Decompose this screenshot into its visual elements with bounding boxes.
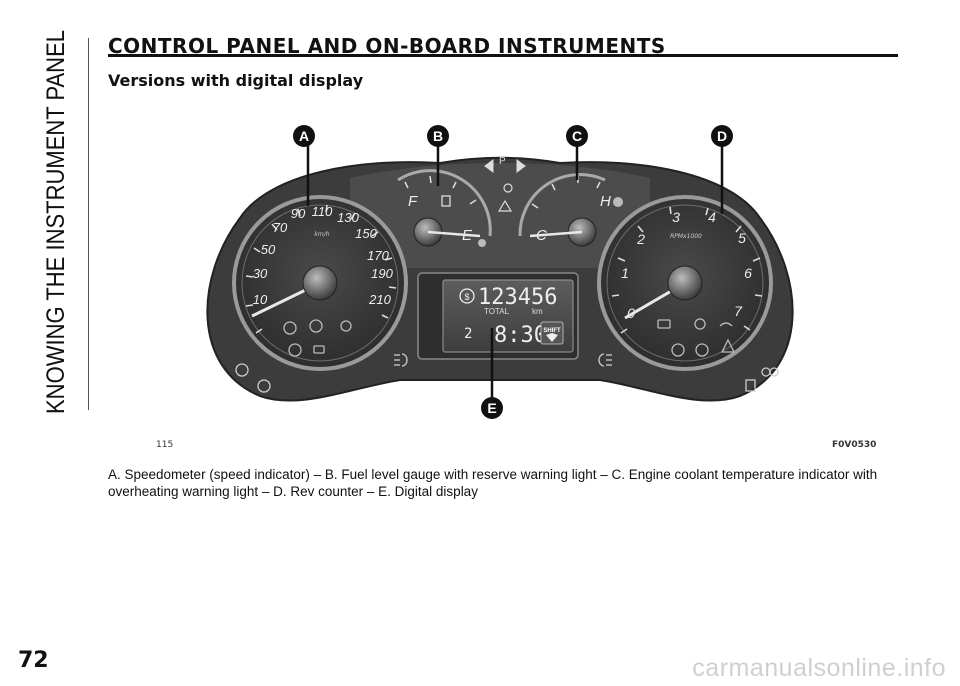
callout-B: B <box>427 125 449 147</box>
figure-code: F0V0530 <box>832 440 877 450</box>
temp-hot-label: H <box>600 193 611 210</box>
section-side-title: KNOWING THE INSTRUMENT PANEL <box>16 24 76 419</box>
callout-D: D <box>711 125 733 147</box>
speedometer: 10 30 50 70 90 110 130 150 170 190 210 k… <box>232 195 408 371</box>
speed-tick-150: 150 <box>355 226 377 241</box>
rpm-tick-5: 5 <box>738 230 746 246</box>
callout-E: E <box>481 397 503 419</box>
svg-text:C: C <box>572 128 582 144</box>
callout-A: A <box>293 125 315 147</box>
side-title-text: KNOWING THE INSTRUMENT PANEL <box>42 30 70 414</box>
rpm-tick-3: 3 <box>672 209 680 225</box>
section-subtitle: Versions with digital display <box>108 71 364 90</box>
temperature-gauge: H C <box>518 173 623 247</box>
side-divider <box>88 38 89 410</box>
odometer-unit-label: km <box>532 307 543 316</box>
svg-text:$: $ <box>464 292 469 302</box>
display-clock: 8:30 <box>494 323 547 348</box>
speed-tick-190: 190 <box>371 266 393 281</box>
svg-text:D: D <box>717 128 727 144</box>
svg-text:A: A <box>299 128 309 144</box>
digital-display: $ 123456 TOTAL km 2 8:30 SHIFT <box>417 272 579 360</box>
rpm-tick-1: 1 <box>621 265 629 281</box>
fuel-full-label: F <box>408 193 418 210</box>
speed-tick-210: 210 <box>368 292 391 307</box>
rpm-unit-label: RPMx1000 <box>670 233 702 240</box>
svg-text:B: B <box>433 128 443 144</box>
speed-tick-70: 70 <box>273 220 288 235</box>
fuel-gauge: F E <box>397 169 492 247</box>
callout-leaders <box>306 136 724 400</box>
figure-number: 115 <box>156 440 174 450</box>
speed-tick-110: 110 <box>312 204 333 219</box>
speed-tick-10: 10 <box>253 292 268 307</box>
rpm-tick-6: 6 <box>744 265 752 281</box>
shift-indicator: SHIFT <box>543 328 561 334</box>
instrument-cluster-figure: 10 30 50 70 90 110 130 150 170 190 210 k… <box>180 118 820 438</box>
speed-tick-170: 170 <box>367 248 389 263</box>
speed-unit-label: km/h <box>314 231 329 238</box>
title-underline <box>108 54 898 57</box>
speed-tick-50: 50 <box>261 242 276 257</box>
figure-caption: A. Speedometer (speed indicator) – B. Fu… <box>108 467 878 499</box>
speed-tick-90: 90 <box>291 206 306 221</box>
odometer-total-label: TOTAL <box>484 307 510 316</box>
rev-counter: 0 1 2 3 4 5 6 7 RPMx1000 <box>597 195 773 371</box>
rpm-tick-4: 4 <box>708 209 716 225</box>
watermark: carmanualsonline.info <box>692 654 946 682</box>
bottom-corner-icons <box>235 363 779 393</box>
rpm-tick-7: 7 <box>734 303 743 319</box>
svg-text:E: E <box>487 400 496 416</box>
callout-C: C <box>566 125 588 147</box>
rpm-tick-2: 2 <box>636 231 645 247</box>
fog-lamp-icons <box>394 353 612 367</box>
odometer-value: 123456 <box>478 285 557 310</box>
speed-tick-30: 30 <box>253 266 268 281</box>
svg-text:P: P <box>499 156 506 167</box>
page-number: 72 <box>18 648 49 673</box>
gear-indicator: 2 <box>464 326 472 342</box>
speed-tick-130: 130 <box>337 210 359 225</box>
center-warning-icons: P <box>484 156 526 212</box>
